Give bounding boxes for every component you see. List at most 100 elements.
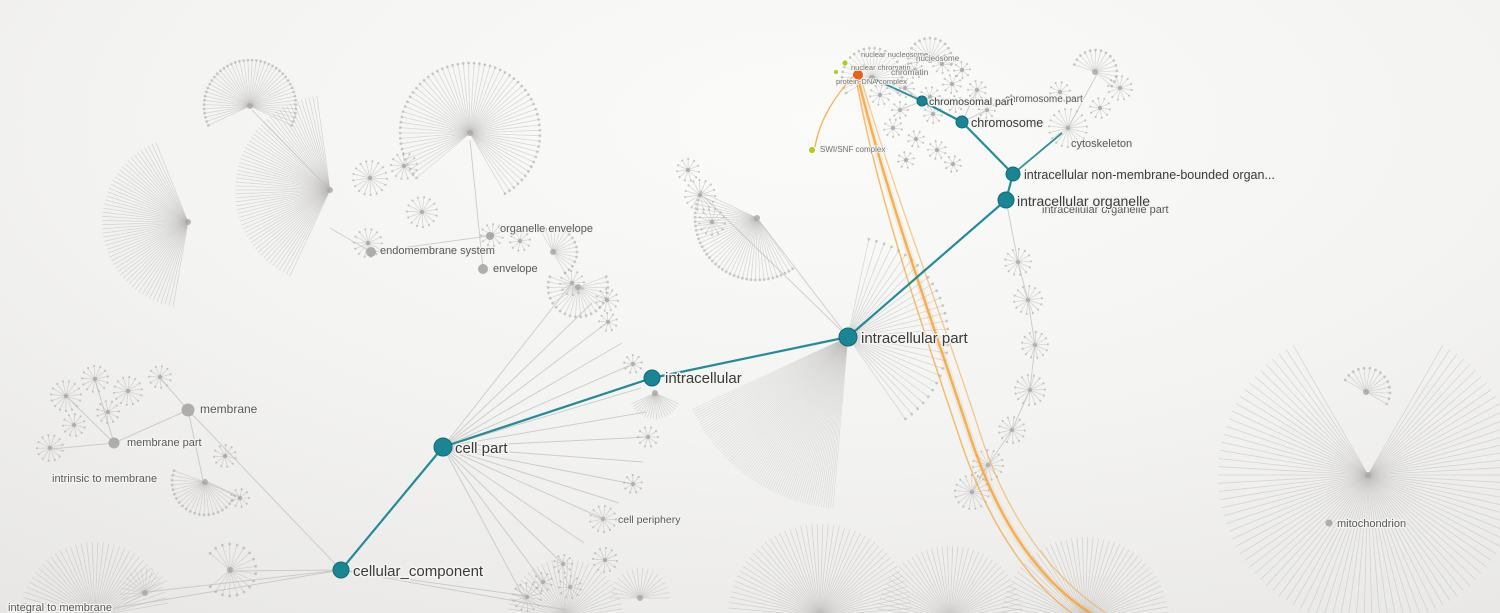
fan-spoke	[155, 142, 189, 223]
spoke	[526, 584, 534, 598]
leaf-dot	[898, 65, 902, 69]
fan-spoke	[929, 52, 952, 61]
leaf-dot	[961, 102, 965, 105]
path-node-cell_part[interactable]	[433, 437, 453, 457]
fan-spoke	[1101, 585, 1162, 613]
leaf-cluster	[907, 130, 925, 148]
path-node-intracellular[interactable]	[643, 369, 661, 387]
leaf-dot	[1106, 113, 1109, 116]
fan-spoke	[1087, 542, 1115, 613]
leaf-dot	[115, 397, 118, 400]
leaf-dot	[254, 572, 258, 576]
term-node[interactable]	[366, 247, 376, 257]
path-node-chromosome[interactable]	[955, 115, 969, 129]
leaf-dot	[614, 553, 618, 557]
spoke	[358, 177, 371, 192]
path-node-intracellular_part[interactable]	[838, 327, 858, 347]
fan-spoke	[717, 336, 849, 451]
spoke	[526, 596, 528, 612]
spoke	[987, 464, 1004, 467]
leaf-cluster	[906, 61, 924, 79]
leaf-dot	[292, 90, 296, 94]
leaf-dot	[512, 186, 516, 189]
fan-spoke	[700, 191, 758, 219]
fan-spoke	[1356, 474, 1369, 613]
fan-spoke	[1367, 358, 1464, 476]
fan-spoke	[847, 250, 899, 338]
fan-spoke	[204, 481, 219, 513]
path-node-intracellular_organelle[interactable]	[997, 191, 1015, 209]
spoke	[65, 395, 81, 401]
term-node[interactable]	[108, 437, 120, 449]
graph-edge	[442, 446, 544, 583]
leaf-dot	[886, 133, 889, 137]
leaf-dot	[695, 176, 698, 179]
fan-spoke	[173, 470, 206, 483]
highlighted-node-green[interactable]	[808, 146, 816, 154]
fan-spoke	[832, 336, 849, 509]
fan-spoke	[695, 217, 758, 227]
leaf-cluster	[977, 100, 997, 120]
fan-spoke	[566, 566, 594, 613]
path-node-cellular_component[interactable]	[332, 561, 350, 579]
leaf-dot	[1031, 312, 1034, 315]
fan-spoke	[469, 132, 506, 194]
leaf-dot	[80, 377, 84, 380]
leaf-dot	[91, 390, 94, 393]
fan-spoke	[469, 89, 526, 134]
path-node-chromosomal_part[interactable]	[916, 95, 928, 107]
term-node[interactable]	[1325, 519, 1333, 527]
leaf-dot	[687, 184, 690, 187]
fan-spoke	[541, 563, 564, 613]
spoke	[987, 450, 994, 466]
leaf-dot	[80, 431, 83, 434]
spoke	[526, 596, 541, 601]
path-node-non_membrane_organelle[interactable]	[1005, 166, 1021, 182]
fan-spoke	[1266, 364, 1369, 476]
term-node[interactable]	[181, 403, 195, 417]
fan-spoke	[847, 264, 918, 338]
fan-spoke	[105, 195, 189, 223]
leaf-dot	[561, 288, 564, 291]
leaf-dot	[615, 318, 618, 321]
leaf-dot	[953, 489, 957, 492]
highlighted-node-green[interactable]	[833, 69, 839, 75]
fan-spoke	[279, 109, 331, 191]
term-node[interactable]	[478, 264, 488, 274]
spoke	[127, 390, 142, 396]
leaf-dot	[959, 96, 962, 99]
leaf-cluster	[389, 151, 418, 180]
leaf-dot	[559, 580, 562, 583]
leaf-dot	[911, 163, 914, 166]
fan-spoke	[756, 217, 765, 280]
leaf-dot	[37, 441, 40, 444]
fan-spoke	[400, 132, 471, 139]
fan-spoke	[249, 91, 294, 107]
leaf-dot	[923, 114, 926, 117]
fan-spoke	[929, 38, 936, 61]
fan-spoke	[548, 281, 579, 288]
leaf-dot	[68, 434, 72, 437]
fan-spoke	[241, 189, 331, 226]
leaf-dot	[435, 208, 438, 211]
fan-spoke	[931, 548, 949, 613]
leaf-dot	[422, 78, 426, 82]
fan-spoke	[804, 336, 849, 504]
fan-spoke	[847, 283, 933, 338]
spoke	[688, 185, 701, 196]
path-node-label-cellular_component: cellular_component	[353, 563, 484, 580]
fan-spoke	[1352, 371, 1367, 393]
fan-spoke	[695, 217, 758, 223]
highlighted-node-green[interactable]	[841, 59, 849, 67]
leaf-dot	[467, 61, 470, 65]
fan-spoke	[566, 563, 589, 613]
term-node[interactable]	[486, 232, 494, 240]
leaf-dot	[427, 224, 431, 227]
fan-spoke	[469, 85, 523, 134]
leaf-dot	[611, 289, 614, 292]
leaf-dot	[955, 483, 958, 486]
fan-spoke	[847, 328, 948, 338]
leaf-dot	[939, 39, 942, 43]
highlighted-node-orange[interactable]	[852, 69, 864, 81]
